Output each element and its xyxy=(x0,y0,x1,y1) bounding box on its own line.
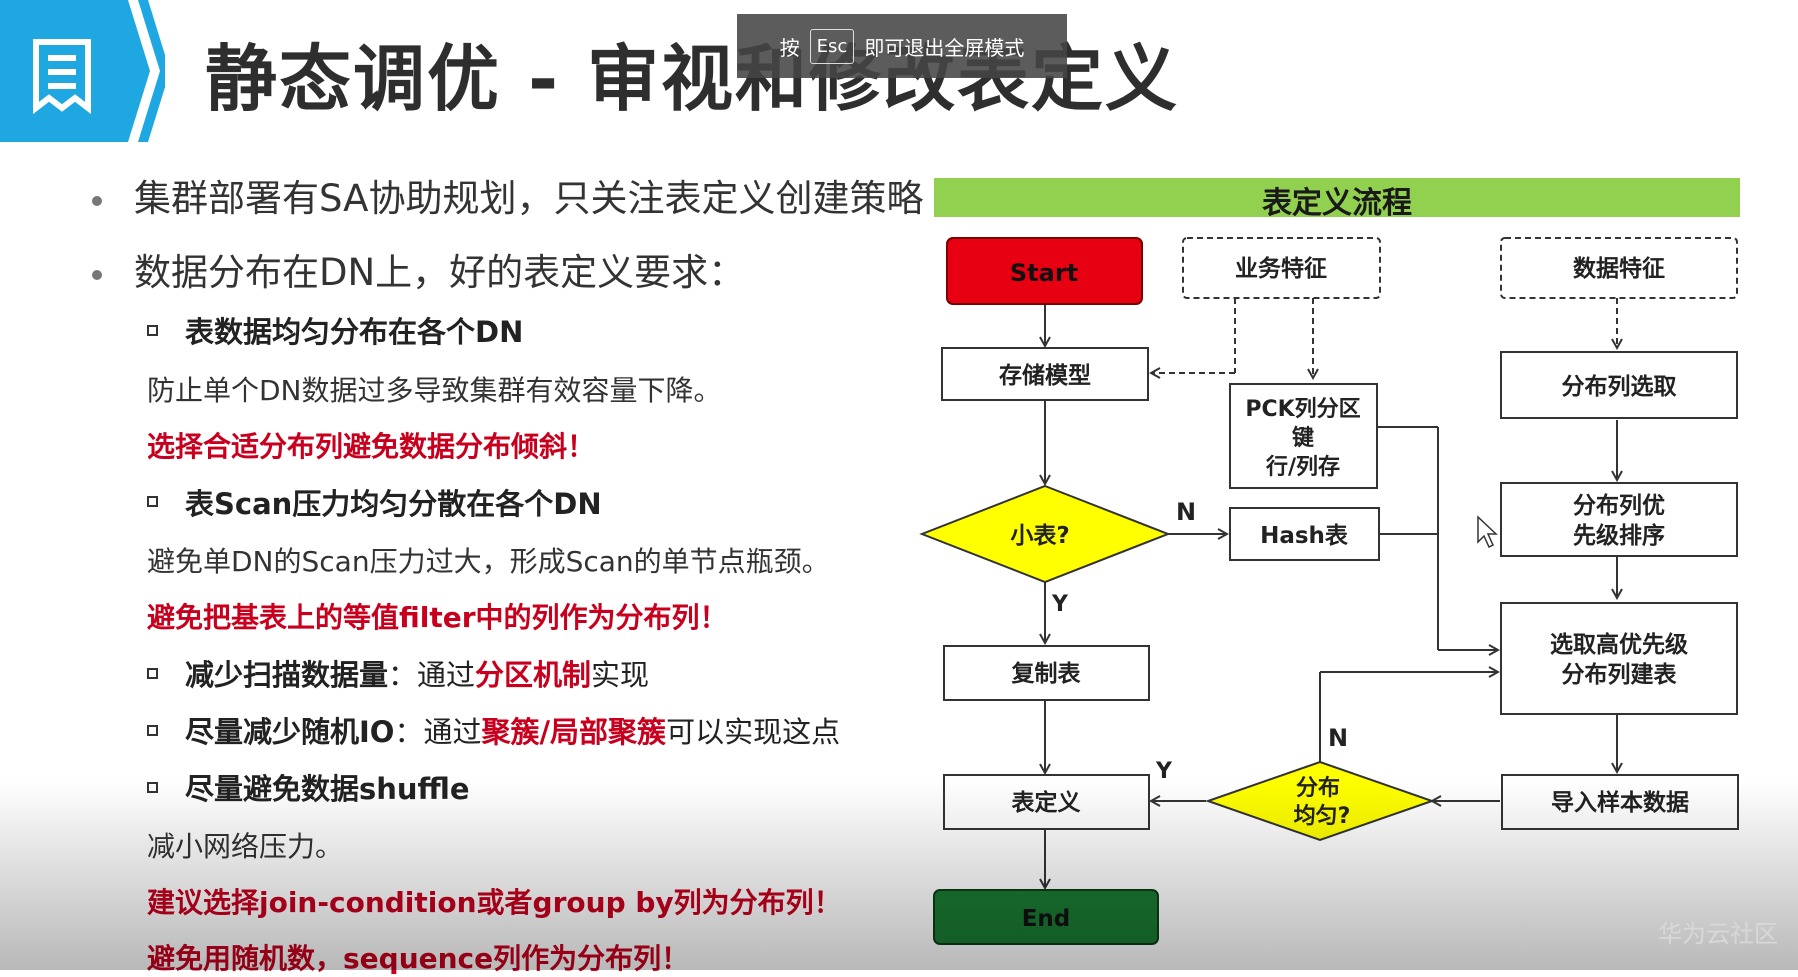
item-5-title: 尽量避免数据shuffle xyxy=(185,772,470,806)
item-1-desc: 防止单个DN数据过多导致集群有效容量下降。 xyxy=(147,374,722,407)
item-5-desc: 减小网络压力。 xyxy=(147,830,344,863)
import-sample-data-node xyxy=(1501,774,1739,830)
flow-banner xyxy=(934,178,1740,217)
distribution-priority-label-2: 先级排序 xyxy=(1573,522,1665,549)
item-4-d: 可以实现这点 xyxy=(666,715,841,749)
hash-table-node xyxy=(1229,507,1380,561)
even-distribution-yes-label: Y xyxy=(1155,759,1173,784)
storage-model-label: 存储模型 xyxy=(999,362,1091,389)
small-table-no-label: N xyxy=(1176,498,1196,526)
distribution-priority-node xyxy=(1500,482,1738,557)
small-table-decision xyxy=(919,484,1171,584)
item-3-c: 分区机制 xyxy=(475,658,592,692)
even-distribution-label-1: 分布 xyxy=(1296,775,1340,801)
item-3: 减少扫描数据量：通过分区机制实现 xyxy=(185,652,649,694)
esc-tip-prefix: 按 xyxy=(779,35,800,60)
item-4-a: 尽量减少随机IO xyxy=(185,715,395,749)
mouse-cursor-icon xyxy=(1477,515,1498,549)
watermark: 华为云社区 xyxy=(1658,920,1778,948)
bullet-1: 集群部署有SA协助规划，只关注表定义创建策略 xyxy=(92,168,923,222)
data-features-label: 数据特征 xyxy=(1573,256,1665,282)
fullscreen-exit-tip: 按 Esc 即可退出全屏模式 xyxy=(737,14,1067,78)
bullet-dot xyxy=(92,195,102,206)
item-3-a: 减少扫描数据量 xyxy=(185,658,389,692)
sub-bullet-marker xyxy=(147,668,158,679)
even-distribution-no-label: N xyxy=(1328,724,1348,752)
end-node xyxy=(933,889,1159,945)
item-3-d: 实现 xyxy=(591,658,650,692)
import-sample-data-label: 导入样本数据 xyxy=(1551,789,1689,816)
item-4-c: 聚簇/局部聚簇 xyxy=(481,715,667,749)
storage-model-node xyxy=(941,347,1149,401)
create-table-high-priority-node xyxy=(1500,602,1738,715)
item-3-b: ：通过 xyxy=(388,658,476,692)
pck-label-3: 行/列存 xyxy=(1265,454,1340,480)
business-features-node xyxy=(1182,237,1381,299)
replicated-table-node xyxy=(943,645,1150,701)
create-table-label-1: 选取高优先级 xyxy=(1550,631,1688,658)
bullet-dot xyxy=(92,269,102,280)
table-definition-node xyxy=(943,774,1150,830)
pck-partition-node xyxy=(1229,383,1378,489)
small-table-yes-label: Y xyxy=(1051,592,1069,617)
pck-label-2: 键 xyxy=(1292,425,1314,451)
item-1-title: 表数据均匀分布在各个DN xyxy=(185,315,524,349)
small-table-label: 小表? xyxy=(1010,523,1069,549)
table-definition-label: 表定义 xyxy=(1012,789,1081,816)
esc-tip-suffix: 即可退出全屏模式 xyxy=(864,35,1025,60)
start-label: Start xyxy=(1010,259,1078,287)
item-4: 尽量减少随机IO：通过聚簇/局部聚簇可以实现这点 xyxy=(185,709,840,751)
item-4-b: ：通过 xyxy=(394,715,482,749)
item-2-desc: 避免单DN的Scan压力过大，形成Scan的单节点瓶颈。 xyxy=(147,545,830,578)
replicated-table-label: 复制表 xyxy=(1011,661,1082,687)
bullet-1-text: 集群部署有SA协助规划，只关注表定义创建策略 xyxy=(134,177,924,220)
start-node xyxy=(946,237,1143,305)
item-2-title: 表Scan压力均匀分散在各个DN xyxy=(185,487,602,521)
distribution-column-select-label: 分布列选取 xyxy=(1562,373,1677,400)
data-features-node xyxy=(1500,237,1738,299)
distribution-column-select-node xyxy=(1500,351,1738,419)
flow-banner-label: 表定义流程 xyxy=(1262,186,1412,221)
esc-key: Esc xyxy=(809,28,855,64)
document-icon xyxy=(33,39,91,115)
header-badge xyxy=(0,0,165,142)
item-1-tip: 选择合适分布列避免数据分布倾斜！ xyxy=(147,430,596,463)
sub-bullet-marker xyxy=(147,496,158,507)
sub-bullet-marker xyxy=(147,325,158,336)
create-table-label-2: 分布列建表 xyxy=(1562,661,1678,688)
bullet-2: 数据分布在DN上，好的表定义要求： xyxy=(92,242,745,296)
even-distribution-label-2: 均匀? xyxy=(1294,803,1351,829)
item-5-tip-1: 建议选择join-condition或者group by列为分布列！ xyxy=(147,886,842,919)
item-2-tip: 避免把基表上的等值filter中的列作为分布列！ xyxy=(147,601,728,634)
end-label: End xyxy=(1022,906,1071,932)
pck-label-1: PCK列分区 xyxy=(1245,397,1360,422)
distribution-priority-label-1: 分布列优 xyxy=(1573,492,1665,519)
sub-bullet-marker xyxy=(147,725,158,736)
even-distribution-decision xyxy=(1204,760,1436,842)
sub-bullet-marker xyxy=(147,782,158,793)
bullet-2-text: 数据分布在DN上，好的表定义要求： xyxy=(134,251,746,294)
hash-table-label: Hash表 xyxy=(1260,523,1349,549)
business-features-label: 业务特征 xyxy=(1235,256,1327,282)
